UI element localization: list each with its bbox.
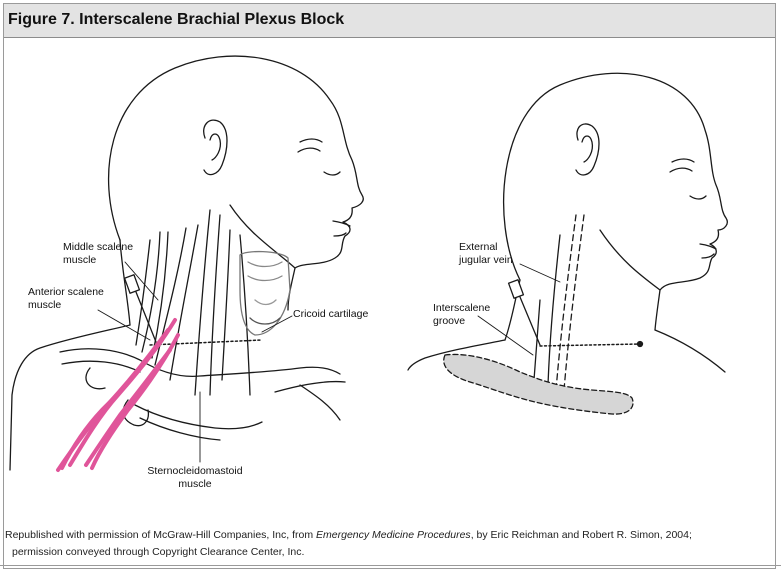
bottom-rule — [0, 565, 781, 566]
right-needle-hub — [507, 279, 525, 299]
left-needle — [135, 291, 157, 343]
leader-external-jugular — [519, 263, 561, 283]
external-jugular-vein — [555, 214, 577, 391]
left-needle-hub — [123, 274, 141, 294]
right-lips — [699, 243, 717, 250]
leader-anterior-scalene — [97, 309, 151, 341]
label-anterior-scalene: Anterior scalene muscle — [28, 286, 104, 311]
leader-lines — [97, 261, 561, 463]
left-clavicle — [59, 348, 341, 378]
left-lips — [332, 220, 351, 227]
left-figure — [9, 55, 364, 471]
credit-book-title: Emergency Medicine Procedures — [316, 529, 471, 541]
left-shoulder — [9, 324, 131, 471]
right-eye — [671, 158, 695, 163]
label-external-jugular-vein: External jugular vein — [459, 241, 513, 266]
right-jaw — [599, 229, 661, 331]
left-eye — [299, 138, 323, 143]
label-sternocleidomastoid: Sternocleidomastoid muscle — [147, 465, 243, 490]
credit-prefix: Republished with permission of McGraw-Hi… — [5, 529, 317, 541]
right-figure — [407, 72, 728, 415]
right-cricoid-marker — [636, 340, 644, 348]
credit-suffix: , by Eric Reichman and Robert R. Simon, … — [470, 529, 692, 541]
left-first-rib — [134, 404, 263, 430]
right-needle — [519, 296, 541, 346]
left-head-outline — [108, 55, 364, 269]
cricoid-cartilage — [249, 317, 281, 325]
title-bar: Figure 7. Interscalene Brachial Plexus B… — [4, 4, 775, 38]
figure-credit: Republished with permission of McGraw-Hi… — [5, 527, 692, 561]
right-ear — [575, 123, 600, 176]
brachial-plexus — [56, 318, 180, 472]
label-middle-scalene: Middle scalene muscle — [63, 241, 134, 266]
figure-title: Figure 7. Interscalene Brachial Plexus B… — [8, 11, 345, 28]
right-shoulder — [407, 339, 506, 371]
leader-interscalene-groove — [477, 315, 534, 356]
sternocleidomastoid-muscle — [194, 209, 211, 396]
left-cricoid-level-line — [149, 339, 263, 346]
credit-line2: permission conveyed through Copyright Cl… — [12, 546, 305, 558]
right-cricoid-level-line — [539, 343, 641, 347]
larynx — [239, 250, 291, 336]
leader-middle-scalene — [124, 261, 159, 301]
left-back-neck — [119, 239, 131, 326]
left-ear — [203, 119, 228, 176]
leader-cricoid — [261, 315, 293, 333]
right-clavicle-region — [443, 353, 634, 415]
middle-scalene-muscle — [141, 231, 161, 353]
label-cricoid-cartilage: Cricoid cartilage — [293, 308, 369, 320]
right-head-outline — [503, 72, 728, 291]
label-interscalene-groove: Interscalene groove — [433, 302, 491, 327]
right-scm-edge — [547, 234, 561, 386]
anterior-scalene-muscle — [135, 239, 151, 346]
